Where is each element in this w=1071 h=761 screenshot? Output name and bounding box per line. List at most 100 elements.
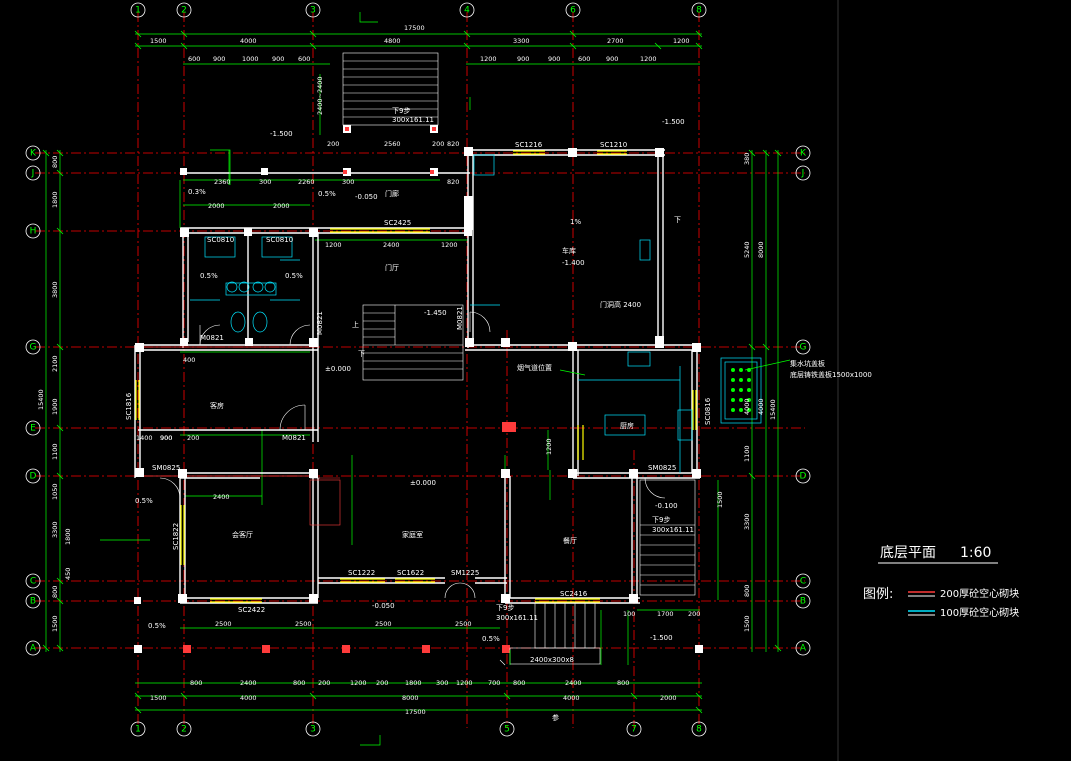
opening-sm0825a: SM0825 bbox=[152, 464, 180, 472]
axis-row-right-A-label: A bbox=[800, 644, 807, 654]
dim-right-1: 380 bbox=[743, 153, 751, 165]
opening-m0821a: M0821 bbox=[200, 334, 224, 342]
axis-col-top-2-bubble bbox=[176, 2, 192, 18]
water-tank-note: 底层铸铁盖板1500x1000 bbox=[790, 370, 872, 379]
garage-dim-4: 300 bbox=[342, 178, 354, 186]
guest-dim-4: 900 bbox=[160, 434, 172, 442]
garage-top-dim-4: 820 bbox=[447, 140, 459, 148]
axis-col-bottom-7-bubble bbox=[626, 721, 642, 737]
axis-row-right-G-bubble bbox=[795, 339, 811, 355]
opening-sm0825b: SM0825 bbox=[648, 464, 676, 472]
dim-top-5: 2700 bbox=[607, 37, 624, 45]
dim-bot-d2: 2400 bbox=[240, 679, 257, 687]
axis-row-right-D-label: D bbox=[800, 472, 807, 482]
axis-col-top-1-label: 1 bbox=[135, 6, 141, 16]
dim-top-d5: 600 bbox=[298, 55, 310, 63]
hatch-region bbox=[309, 477, 341, 526]
elev-top-left: -1.500 bbox=[270, 130, 293, 138]
columns bbox=[134, 125, 703, 653]
room-meeting: 会客厅 bbox=[232, 530, 253, 539]
flue-label: 烟气道位置 bbox=[517, 363, 552, 372]
axis-row-left-E-bubble bbox=[25, 420, 41, 436]
garage-top-dim-1: 200 bbox=[327, 140, 339, 148]
slope-bath-1: 0.5% bbox=[200, 272, 218, 280]
dim-left-3: 3800 bbox=[51, 281, 59, 298]
opening-sc0810b: SC0810 bbox=[266, 236, 293, 244]
axis-row-right-B-bubble bbox=[795, 593, 811, 609]
dim-right-2: 5240 bbox=[743, 241, 751, 258]
axis-col-top-1-bubble bbox=[130, 2, 146, 18]
dim-bot-5: 2000 bbox=[660, 694, 677, 702]
axis-row-left-H-label: H bbox=[30, 227, 37, 237]
axis-col-bottom-5-label: 5 bbox=[504, 725, 510, 735]
axis-row-left-G-bubble bbox=[25, 339, 41, 355]
bottom-row-dim-1: 2500 bbox=[215, 620, 232, 628]
axis-row-right-J-label: J bbox=[801, 169, 805, 179]
dim-left-2: 1800 bbox=[51, 191, 59, 208]
dim-left-11: 800 bbox=[51, 586, 59, 598]
dim-right-8: 1500 bbox=[743, 615, 751, 632]
dim-top-3: 4800 bbox=[384, 37, 401, 45]
garage-dim-2: 300 bbox=[259, 178, 271, 186]
elev-vestibule: -0.050 bbox=[355, 193, 378, 201]
dim-left-5: 1900 bbox=[51, 398, 59, 415]
garage-dim-1: 2360 bbox=[214, 178, 231, 186]
opening-m0821d: M0821 bbox=[282, 434, 306, 442]
water-tank-label: 集水坑盖板 bbox=[790, 359, 825, 368]
dim-left-10: 450 bbox=[64, 568, 72, 580]
axis-row-right-C-label: C bbox=[800, 577, 806, 587]
axis-row-left-B-label: B bbox=[30, 597, 36, 607]
axis-col-top-4-bubble bbox=[459, 2, 475, 18]
dim-left-12: 1500 bbox=[51, 615, 59, 632]
axis-col-bottom-5-bubble bbox=[499, 721, 515, 737]
axis-col-top-3-label: 3 bbox=[310, 6, 316, 16]
slope-bath-2: 0.5% bbox=[285, 272, 303, 280]
axis-row-left-C-label: C bbox=[30, 577, 36, 587]
slope-vestibule: 0.5% bbox=[318, 190, 336, 198]
axis-col-bottom-2-label: 2 bbox=[181, 725, 187, 735]
axis-row-left-G-label: G bbox=[30, 343, 37, 353]
slope-top-left: 0.3% bbox=[188, 188, 206, 196]
dim-bot-d13: 800 bbox=[617, 679, 629, 687]
axis-col-top-4-label: 4 bbox=[464, 6, 470, 16]
axis-row-right-K-label: K bbox=[800, 149, 807, 159]
windows bbox=[135, 150, 697, 603]
dim-top-r4: 600 bbox=[578, 55, 590, 63]
dim-bot-2: 4000 bbox=[240, 694, 257, 702]
dim-top-d1: 600 bbox=[188, 55, 200, 63]
elev-front: -0.050 bbox=[372, 602, 395, 610]
axis-col-top-8-bubble bbox=[691, 2, 707, 18]
stairs-right-label: 下9步 bbox=[652, 516, 670, 524]
dim-right-span: 8000 bbox=[757, 241, 765, 258]
axis-row-right-K-bubble bbox=[795, 145, 811, 161]
garage-top-dim-2: 2560 bbox=[384, 140, 401, 148]
annotation-leaders bbox=[100, 12, 791, 746]
stairs-bottom-spec: 300x161.11 bbox=[496, 614, 538, 622]
axis-row-right-B-label: B bbox=[800, 597, 806, 607]
note-ref: 参 bbox=[552, 713, 559, 722]
dim-top-total: 17500 bbox=[404, 24, 425, 32]
stairs-down-short: 下 bbox=[358, 350, 365, 358]
room-family: 家庭室 bbox=[402, 530, 423, 539]
axis-col-top-3-bubble bbox=[305, 2, 321, 18]
dim-bot-d10: 700 bbox=[488, 679, 500, 687]
bottom-row-dim-3: 2500 bbox=[375, 620, 392, 628]
room-vestibule: 门廊 bbox=[385, 189, 399, 198]
dim-left-9: 1800 bbox=[64, 528, 72, 545]
legend-label: 图例: bbox=[863, 587, 893, 602]
slope-left: 0.5% bbox=[135, 497, 153, 505]
stairs-right-spec: 300x161.11 bbox=[652, 526, 694, 534]
garage-dim-3: 2260 bbox=[298, 178, 315, 186]
opening-sc2425: SC2425 bbox=[384, 219, 411, 227]
dim-right-5: 1500 bbox=[716, 491, 724, 508]
slope-front-left: 0.5% bbox=[148, 622, 166, 630]
axis-row-right-A-bubble bbox=[795, 640, 811, 656]
dim-bot-d1: 800 bbox=[190, 679, 202, 687]
dim-top-r3: 900 bbox=[548, 55, 560, 63]
dim-top-d4: 900 bbox=[272, 55, 284, 63]
axis-col-bottom-1-label: 1 bbox=[135, 725, 141, 735]
opening-sc2416: SC2416 bbox=[560, 590, 588, 598]
dim-left-1: 800 bbox=[51, 156, 59, 168]
guest-dim-2: 900 bbox=[160, 434, 172, 442]
hall-dim-1: 1200 bbox=[325, 241, 342, 249]
